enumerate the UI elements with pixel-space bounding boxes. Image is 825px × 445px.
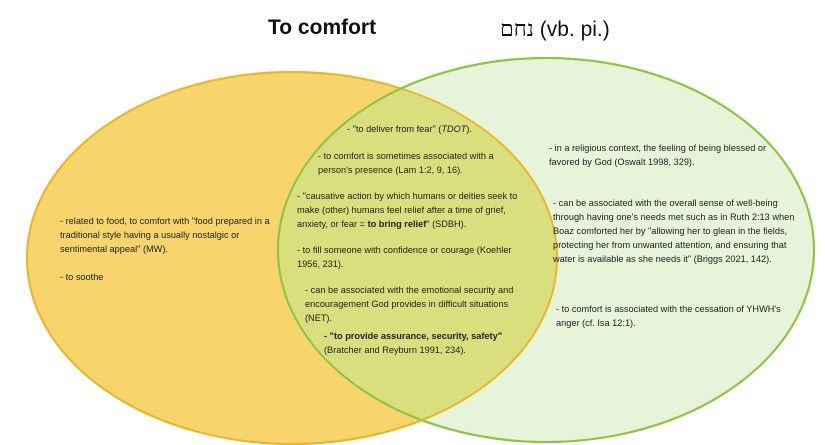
left-circle-outline [26,71,558,445]
hebrew-word: נחם [500,17,534,42]
overlap-region [278,72,557,442]
right-title-suffix: (vb. pi.) [539,18,610,41]
overlap-item-relief-bold: to bring relief [367,219,427,229]
overlap-item-confidence: - to fill someone with confidence or cou… [297,245,512,269]
right-circle-outline [277,57,815,443]
right-item-blessed: - in a religious context, the feeling of… [549,143,767,167]
left-title: To comfort [268,16,377,39]
right-item-wellbeing: - can be associated with the overall sen… [553,198,795,264]
right-item-anger: - to comfort is associated with the cess… [556,304,781,328]
left-item-soothe: - to soothe [60,272,104,282]
overlap-item-deliver: - "to deliver from fear" (TDOT). [347,124,472,134]
overlap-item-assurance: - "to provide assurance, security, safet… [324,331,503,355]
overlap-item-security: - can be associated with the emotional s… [305,285,514,323]
overlap-item-presence: - to comfort is sometimes associated wit… [318,151,494,175]
overlap-item-assurance-bold: - "to provide assurance, security, safet… [324,331,503,341]
overlap-item-relief: - "causative action by which humans or d… [297,191,518,229]
left-item-food: - related to food, to comfort with "food… [60,216,270,254]
right-title: נחם (vb. pi.) [500,16,610,42]
overlap-item-deliver-source: TDOT [441,124,467,134]
